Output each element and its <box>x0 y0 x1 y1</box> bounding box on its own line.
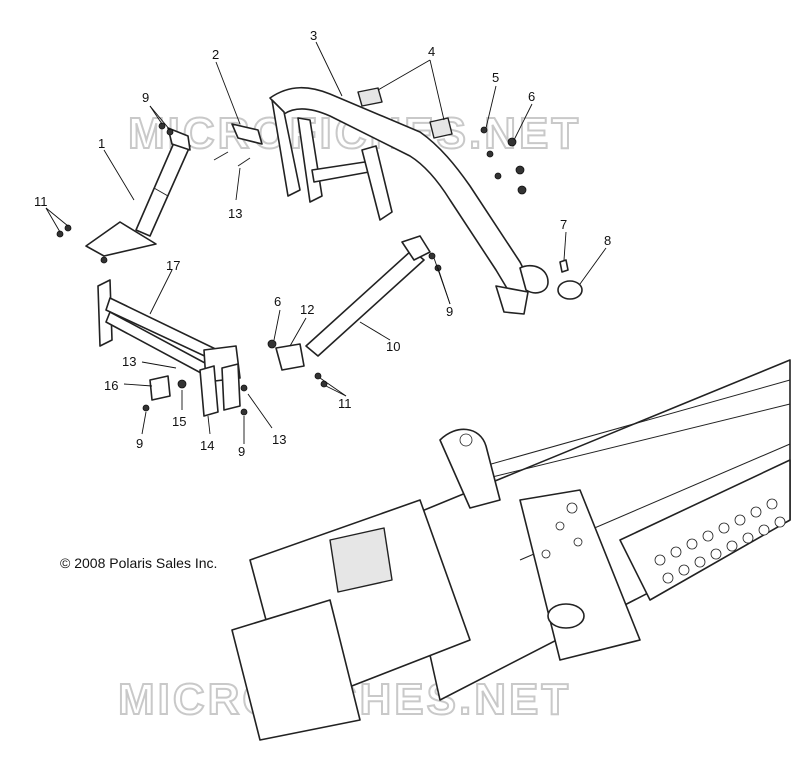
part-6-nut <box>267 339 277 349</box>
part-15-spacer <box>177 379 187 389</box>
chassis-reference <box>231 359 791 741</box>
callout-2: 2 <box>212 47 219 62</box>
callout-4: 4 <box>428 44 435 59</box>
callout-14: 14 <box>200 438 214 453</box>
callout-13-top: 13 <box>228 206 242 221</box>
callout-3: 3 <box>310 28 317 43</box>
callout-6-top: 6 <box>528 89 535 104</box>
hardware-9-top <box>158 122 174 136</box>
part-4-pad-a <box>357 87 383 107</box>
callout-9-right: 9 <box>446 304 453 319</box>
callout-8: 8 <box>604 233 611 248</box>
callout-6-mid: 6 <box>274 294 281 309</box>
part-9-bolt-lower-right <box>240 408 248 416</box>
part-2-bracket <box>231 123 263 145</box>
callout-13-mid: 13 <box>122 354 136 369</box>
hardware-5-6 <box>480 126 527 195</box>
part-12-bracket <box>275 343 305 371</box>
part-13-bolt-lower <box>240 384 248 392</box>
callout-15: 15 <box>172 414 186 429</box>
callout-13-lower: 13 <box>272 432 286 447</box>
hardware-11-right <box>314 372 328 388</box>
callouts: 1 2 3 4 5 6 6 7 8 9 9 9 9 10 11 11 12 13… <box>34 28 611 459</box>
callout-5: 5 <box>492 70 499 85</box>
leader-lines <box>45 41 607 444</box>
callout-10: 10 <box>386 339 400 354</box>
part-4-pad-b <box>429 117 453 139</box>
callout-9-lower-left: 9 <box>136 436 143 451</box>
callout-17: 17 <box>166 258 180 273</box>
callout-11-right: 11 <box>338 396 352 411</box>
part-16-bracket <box>149 375 171 401</box>
hardware-13-top <box>213 151 251 167</box>
part-7-pin <box>559 259 569 273</box>
part-10-support-tube <box>305 235 431 357</box>
callout-9-top: 9 <box>142 90 149 105</box>
callout-11-left: 11 <box>34 194 48 209</box>
copyright-notice: © 2008 Polaris Sales Inc. <box>60 555 217 571</box>
part-8-cap <box>557 280 583 300</box>
part-17-cross-frame <box>97 279 241 417</box>
part-9-bolt-lower-left <box>142 404 150 412</box>
part-3-steering-frame <box>269 86 549 315</box>
hardware-11-left <box>56 224 108 264</box>
part-1-support-tube <box>85 127 191 257</box>
callout-9-lower-right: 9 <box>238 444 245 459</box>
callout-7: 7 <box>560 217 567 232</box>
callout-12: 12 <box>300 302 314 317</box>
callout-1: 1 <box>98 136 105 151</box>
callout-16: 16 <box>104 378 118 393</box>
